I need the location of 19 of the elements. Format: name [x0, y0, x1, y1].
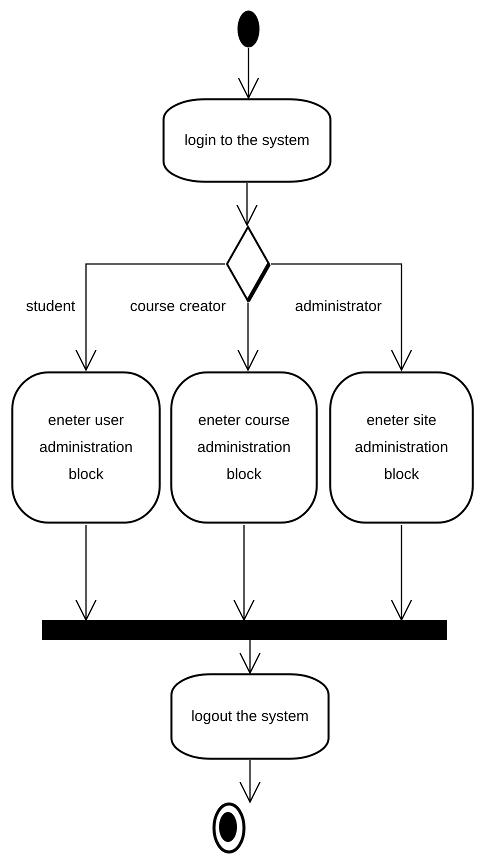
arrow: [75, 263, 225, 371]
decision-diamond: [225, 225, 271, 303]
final-node: [212, 802, 246, 854]
action-state: eneter course administration block: [169, 370, 319, 525]
arrow: [390, 525, 412, 621]
arrow: [238, 48, 260, 99]
arrow: [239, 760, 261, 803]
initial-node: [237, 10, 260, 48]
arrow: [233, 525, 255, 621]
action-state: logout the system: [169, 673, 331, 760]
action-state: login to the system: [161, 98, 333, 183]
arrow: [239, 640, 261, 674]
arrow: [271, 263, 412, 371]
action-state: eneter user administration block: [10, 370, 162, 525]
synchronization-bar: [42, 620, 447, 640]
arrow: [237, 303, 259, 371]
arrow: [236, 183, 258, 226]
arrow: [75, 525, 97, 621]
action-state: eneter site administration block: [328, 370, 475, 525]
